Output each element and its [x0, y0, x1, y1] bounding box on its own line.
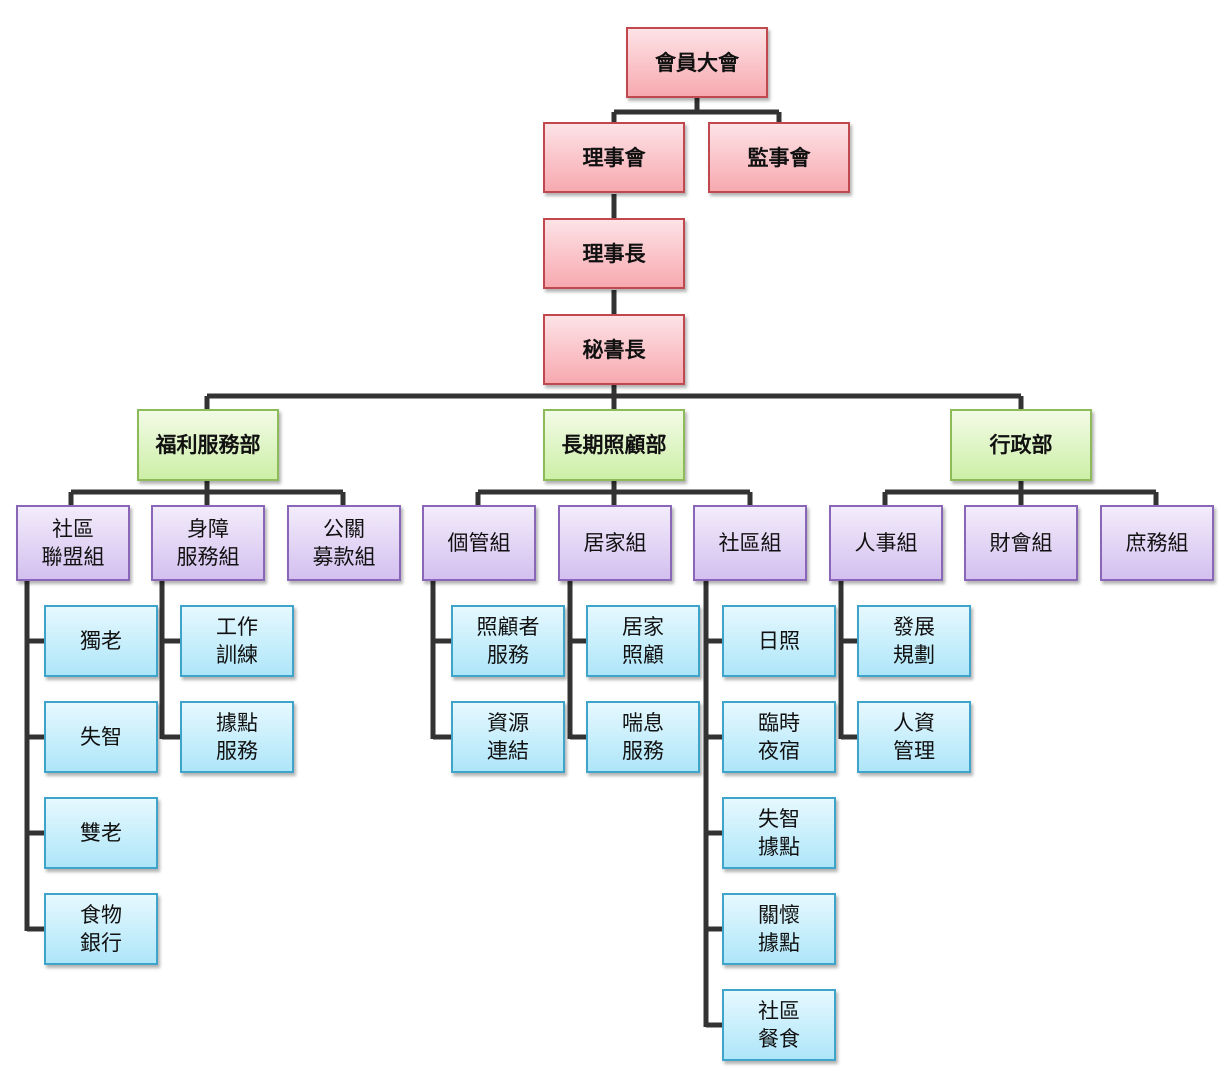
unit-box: 食物 銀行 [44, 893, 158, 965]
unit-box: 關懷 據點 [722, 893, 836, 965]
personnel-group-box: 人事組 [829, 505, 943, 581]
unit-box: 照顧者 服務 [451, 605, 565, 677]
long-term-care-dept-box: 長期照顧部 [543, 409, 685, 481]
unit-box: 居家 照顧 [586, 605, 700, 677]
pr-fundraising-group-box: 公關 募款組 [287, 505, 401, 581]
unit-box: 失智 據點 [722, 797, 836, 869]
unit-box: 失智 [44, 701, 158, 773]
welfare-services-dept-box: 福利服務部 [137, 409, 279, 481]
community-group-box: 社區組 [693, 505, 807, 581]
community-alliance-group-box: 社區 聯盟組 [16, 505, 130, 581]
general-affairs-group-box: 庶務組 [1100, 505, 1214, 581]
unit-box: 據點 服務 [180, 701, 294, 773]
unit-box: 獨老 [44, 605, 158, 677]
disability-services-group-box: 身障 服務組 [151, 505, 265, 581]
unit-box: 社區 餐食 [722, 989, 836, 1061]
unit-box: 發展 規劃 [857, 605, 971, 677]
finance-group-box: 財會組 [964, 505, 1078, 581]
unit-box: 工作 訓練 [180, 605, 294, 677]
unit-box: 臨時 夜宿 [722, 701, 836, 773]
general-assembly-box: 會員大會 [626, 27, 768, 98]
board-of-supervisors-box: 監事會 [708, 122, 850, 193]
home-care-group-box: 居家組 [558, 505, 672, 581]
unit-box: 雙老 [44, 797, 158, 869]
administration-dept-box: 行政部 [950, 409, 1092, 481]
unit-box: 日照 [722, 605, 836, 677]
unit-box: 喘息 服務 [586, 701, 700, 773]
board-of-directors-box: 理事會 [543, 122, 685, 193]
unit-box: 人資 管理 [857, 701, 971, 773]
unit-box: 資源 連結 [451, 701, 565, 773]
secretary-general-box: 秘書長 [543, 314, 685, 385]
chairman-box: 理事長 [543, 218, 685, 289]
case-management-group-box: 個管組 [422, 505, 536, 581]
